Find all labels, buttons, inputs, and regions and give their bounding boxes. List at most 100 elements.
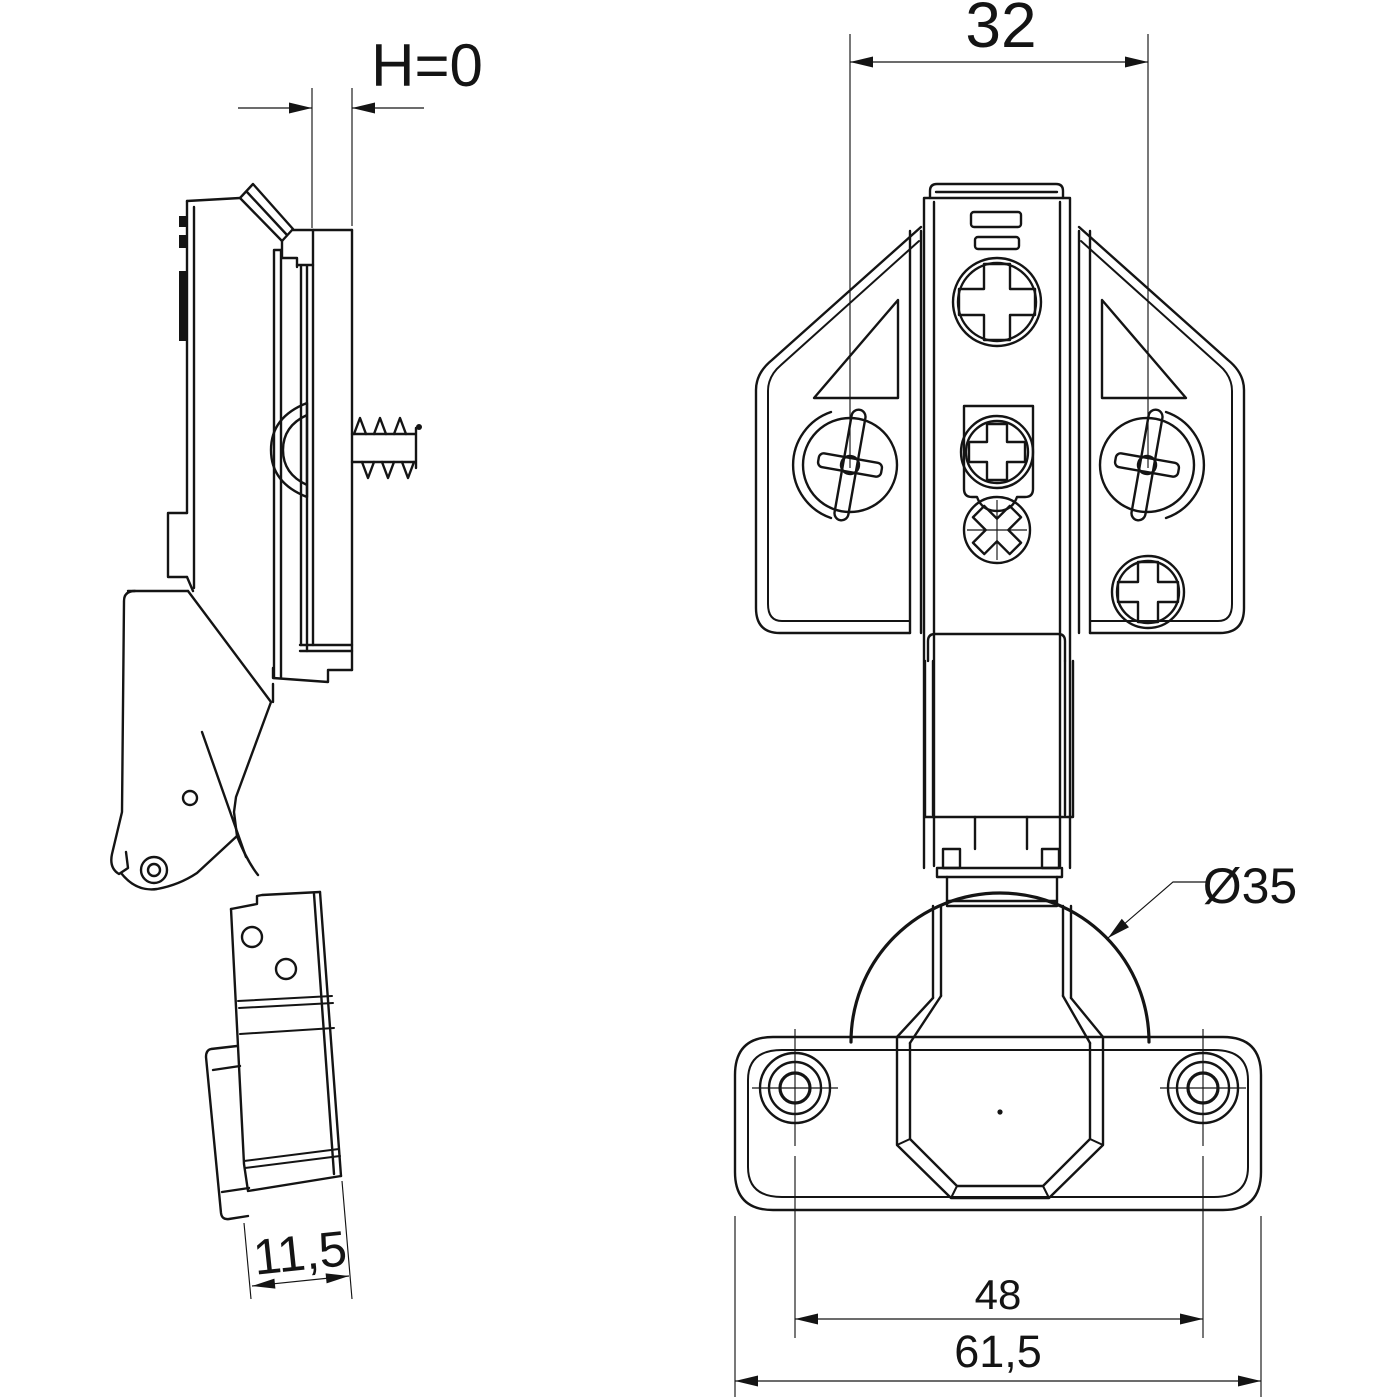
arm-slot [969, 210, 1023, 229]
cup-walls [931, 904, 1073, 1000]
screw-thread-bottom [360, 460, 416, 480]
arm-side-bump [166, 511, 189, 579]
screw-inner [1115, 559, 1181, 625]
screw-head [1098, 416, 1196, 514]
lever-hole [181, 789, 199, 807]
arm-left-edge [185, 199, 196, 593]
arrowhead-left-icon [735, 1375, 758, 1387]
hole-centerlines [1160, 1029, 1246, 1146]
cup-wall-chamfers [895, 994, 1105, 1045]
hinge-lever-side [110, 589, 275, 891]
cup-rim [935, 866, 1064, 879]
screw-slot-icon [1113, 408, 1181, 522]
dim-label-48: 48 [975, 1271, 1022, 1318]
flange-hole-left [752, 1029, 838, 1146]
flange-outer [733, 1035, 1263, 1212]
plate-left-wall [272, 248, 283, 680]
plate-bottom [271, 643, 354, 684]
arrowhead-left-icon [352, 102, 375, 114]
cam-outer [959, 414, 1035, 490]
leader-line [1107, 881, 1208, 939]
slot-long [1130, 408, 1164, 522]
lever-bottom-edge [119, 834, 239, 891]
right-wing-outer [1077, 225, 1246, 635]
front-view: 32 [733, 0, 1298, 1397]
cup-hole [274, 957, 298, 981]
arm-lower-section [923, 659, 1075, 819]
euro-screw [350, 416, 422, 480]
cup-insert [945, 875, 1059, 908]
pozidriv-screw-small [962, 495, 1032, 565]
arrowhead-right-icon [289, 102, 312, 114]
cavity-octagon-inner [908, 1041, 1092, 1188]
phillips-cross-icon [1116, 560, 1180, 624]
dimension-diameter-35: Ø35 [1107, 858, 1298, 939]
cup-left-bottom-edge [229, 907, 343, 1193]
arm-slot [973, 235, 1021, 251]
cup-hole [240, 925, 264, 949]
arm-inner-walls [973, 815, 1029, 851]
left-wing-inner [767, 240, 920, 622]
knuckle-tab [1040, 847, 1061, 870]
right-wing-inner [1080, 240, 1233, 622]
dimension-61-5: 61,5 [734, 1216, 1262, 1397]
mounting-screw-top [951, 256, 1043, 348]
wing-screw-left [791, 408, 899, 522]
right-wing-cutout [1100, 298, 1188, 400]
dim-label-h0: H=0 [371, 32, 483, 99]
screw-slot-icon [816, 408, 884, 522]
arm-lower-band [926, 632, 1067, 663]
screw-outer [951, 256, 1043, 348]
hole-centerlines [752, 1029, 838, 1146]
extension-lines [794, 1156, 1204, 1338]
octagon-corner-ticks [896, 1138, 1104, 1199]
wing-screw-right [1098, 408, 1206, 522]
plate-front-face [311, 228, 354, 672]
cup-section-lines [237, 995, 341, 1169]
arm-cap [928, 182, 1065, 200]
lever-inner-edge [200, 730, 248, 859]
screw-inner [956, 261, 1038, 343]
plate-side-strips [908, 229, 1092, 635]
arm-latch-tab [179, 271, 187, 341]
lever-right-edge [186, 589, 273, 877]
side-view: H=0 11,5 [110, 32, 483, 1300]
screw-tip-dot [416, 424, 422, 430]
slot-cross [1113, 452, 1181, 478]
screw-thread-top [352, 416, 408, 436]
arrowhead-left-icon [795, 1313, 818, 1325]
release-clip-tab [238, 182, 295, 243]
slot-cross [816, 452, 884, 478]
pivot-pin-outer [139, 855, 169, 885]
wing-hole-arc [1164, 410, 1206, 520]
dimension-11-5: 11,5 [243, 1180, 353, 1300]
dimension-48: 48 [794, 1156, 1204, 1338]
arm-latch-tab [179, 235, 187, 248]
hinge-arm-front [922, 182, 1075, 870]
arm-column [922, 196, 1072, 870]
dimension-h0: H=0 [238, 32, 483, 228]
dim-label-32: 32 [965, 0, 1036, 61]
cam-adjustment-screw [959, 404, 1035, 513]
phillips-cross-icon [957, 262, 1037, 342]
extension-lines [849, 34, 1149, 468]
flange-inner [747, 1049, 1249, 1198]
cup-dome-arc [849, 891, 1151, 1044]
left-wing-outer [754, 225, 923, 635]
flange-hole-right [1160, 1029, 1246, 1146]
hinge-arm-side [166, 182, 299, 593]
plate-mid-wall [295, 263, 315, 653]
phillips-cross-icon [967, 422, 1027, 482]
arm-top-edge [185, 196, 242, 203]
hinge-cup-front [733, 866, 1263, 1212]
extension-lines [734, 1216, 1262, 1397]
arrowhead-right-icon [1125, 56, 1148, 68]
arrowhead-left-icon [252, 1278, 276, 1289]
dim-label-diameter-35: Ø35 [1203, 858, 1298, 914]
wing-hole-arc [791, 410, 833, 520]
arrowhead-right-icon [1180, 1313, 1203, 1325]
pivot-pin-inner [146, 862, 162, 878]
dimension-32: 32 [849, 0, 1149, 468]
slot-center [1136, 454, 1158, 476]
